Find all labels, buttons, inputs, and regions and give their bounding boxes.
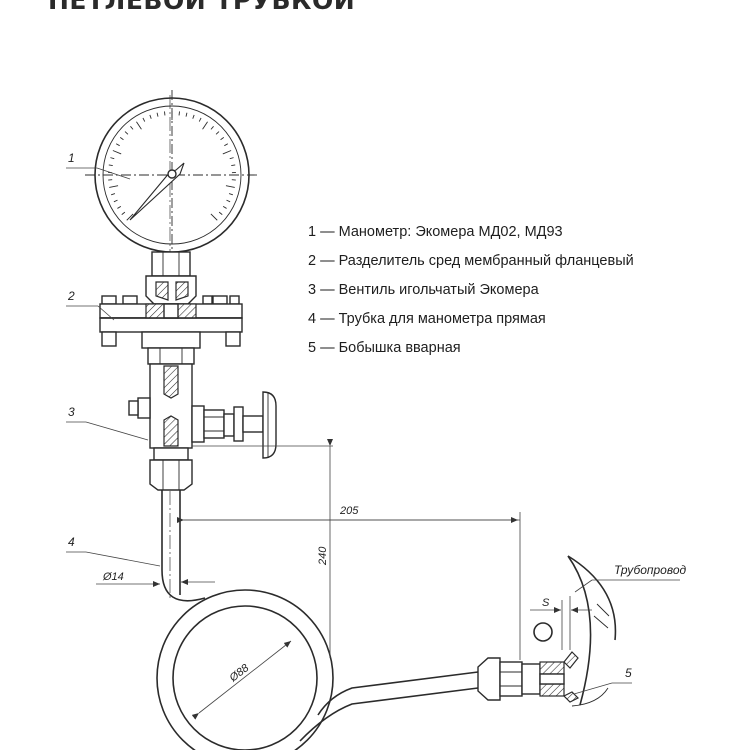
gauge-tick: [215, 131, 220, 135]
callout-3: 3: [68, 405, 75, 419]
gauge-tick: [136, 121, 142, 130]
legend-item-4: 4 — Трубка для манометра прямая: [308, 311, 546, 327]
gauge-tick: [126, 213, 134, 221]
page-title: ПЕТЛЕВОЙ ТРУБКОЙ: [48, 0, 356, 15]
gauge-tick: [119, 137, 124, 141]
gauge-tick: [185, 112, 188, 117]
legend-item-2: 2 — Разделитель сред мембранный фланцевы…: [308, 253, 634, 269]
gauge-tick: [222, 150, 232, 155]
gauge-tick: [142, 117, 146, 122]
dim-width-205: 205: [339, 505, 359, 517]
gauge-tick: [224, 143, 229, 147]
gauge-tick: [110, 157, 115, 160]
legend-item-3: 3 — Вентиль игольчатый Экомера: [308, 282, 539, 298]
needle-valve: [128, 363, 277, 491]
gauge-tick: [149, 114, 152, 119]
weld-boss: [477, 555, 617, 707]
gauge-tick: [192, 114, 195, 119]
callout-5: 5: [625, 666, 632, 680]
gauge-tick: [156, 112, 159, 117]
gauge-tick: [218, 211, 223, 215]
gauge-scale: [108, 111, 236, 221]
callout-2: 2: [67, 289, 75, 303]
gauge-tick: [210, 213, 218, 221]
dim-height-240: 240: [317, 546, 329, 566]
gauge-tick: [202, 121, 208, 130]
leader-lines: [66, 167, 680, 695]
gauge-tick: [117, 205, 122, 209]
legend-list: 1 — Манометр: Экомера МД02, МД93 2 — Раз…: [308, 218, 634, 363]
callout-4: 4: [68, 535, 75, 549]
pressure-gauge: [85, 90, 260, 305]
legend-item-1: 1 — Манометр: Экомера МД02, МД93: [308, 224, 563, 240]
gauge-tick: [113, 199, 118, 203]
gauge-tick: [222, 205, 227, 209]
gauge-tick: [229, 157, 234, 160]
dim-gap: S: [542, 597, 550, 609]
dimensions: [96, 439, 592, 720]
gauge-tick: [198, 117, 202, 122]
gauge-tick: [121, 211, 126, 215]
gauge-tick: [109, 185, 119, 188]
gauge-tick: [226, 199, 231, 203]
pipeline-label: Трубопровод: [614, 563, 687, 577]
gauge-tick: [130, 126, 134, 130]
gauge-tick: [115, 143, 120, 147]
gauge-tick: [228, 193, 234, 196]
gauge-tick: [210, 126, 214, 130]
gauge-tick: [231, 164, 236, 167]
pipeline-wall: [567, 555, 592, 706]
diaphragm-seal: [99, 295, 243, 365]
gauge-tick: [108, 164, 113, 167]
gauge-tick: [225, 185, 235, 188]
gauge-tick: [112, 150, 122, 155]
legend-item-5: 5 — Бобышка вварная: [308, 340, 461, 356]
dim-tube-diameter: Ø14: [102, 571, 124, 583]
loop-tube: [156, 490, 479, 750]
gauge-tick: [110, 193, 116, 196]
callout-1: 1: [68, 151, 75, 165]
gauge-tick: [220, 137, 225, 141]
gauge-tick: [124, 131, 129, 135]
